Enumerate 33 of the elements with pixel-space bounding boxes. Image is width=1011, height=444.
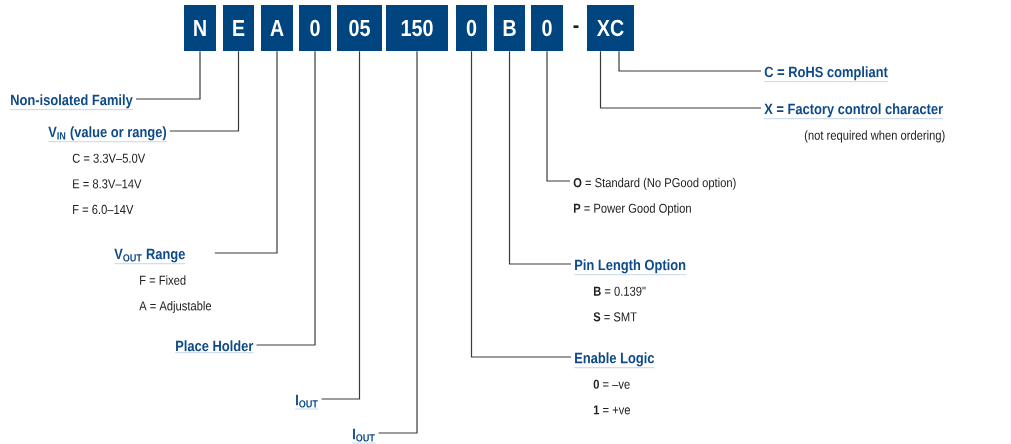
field-description: Pin Length Option B = 0.139" S = SMT — [574, 259, 687, 322]
field-description: V$_{IN}$ (value or range) C = 3.3V–5.0V E = 8.3V–14V F = 6.0–14V — [48, 126, 167, 215]
leader-line — [377, 50, 418, 434]
code-box: 05 — [337, 5, 382, 51]
code-box: B — [494, 5, 525, 51]
leader-line — [135, 50, 201, 100]
field-description: I$_{OUT}$ — [352, 428, 376, 444]
field-description: C = RoHS compliant — [764, 66, 889, 82]
code-box: XC — [587, 5, 634, 51]
leader-line — [546, 50, 571, 182]
field-description: Place Holder — [175, 340, 254, 353]
code-box: 150 — [386, 5, 448, 51]
field-description: Enable Logic 0 = –ve 1 = +ve — [574, 352, 655, 415]
code-box: A — [261, 5, 293, 51]
leader-line — [214, 50, 278, 254]
field-description: X = Factory control character (not required when ordering) — [764, 103, 945, 143]
field-description: Non-isolated Family — [10, 94, 133, 110]
leader-line — [599, 50, 762, 109]
leader-line — [255, 50, 316, 346]
leader-line — [470, 50, 572, 358]
field-description: I$_{OUT}$ — [295, 394, 319, 410]
field-description: V$_{OUT}$ Range F = Fixed A = Adjustable — [114, 248, 212, 313]
leader-line — [508, 50, 572, 265]
code-box: 0 — [299, 5, 331, 51]
leader-line — [618, 50, 762, 72]
code-box: 0 — [531, 5, 563, 51]
separator-dash: - — [573, 25, 579, 29]
code-box: 0 — [456, 5, 487, 51]
field-description: O = Standard (No PGood option) P = Power Good Option — [573, 177, 736, 216]
code-box: N — [184, 5, 216, 51]
leader-line — [169, 50, 240, 132]
leader-line — [320, 50, 361, 400]
code-box: E — [223, 5, 254, 51]
